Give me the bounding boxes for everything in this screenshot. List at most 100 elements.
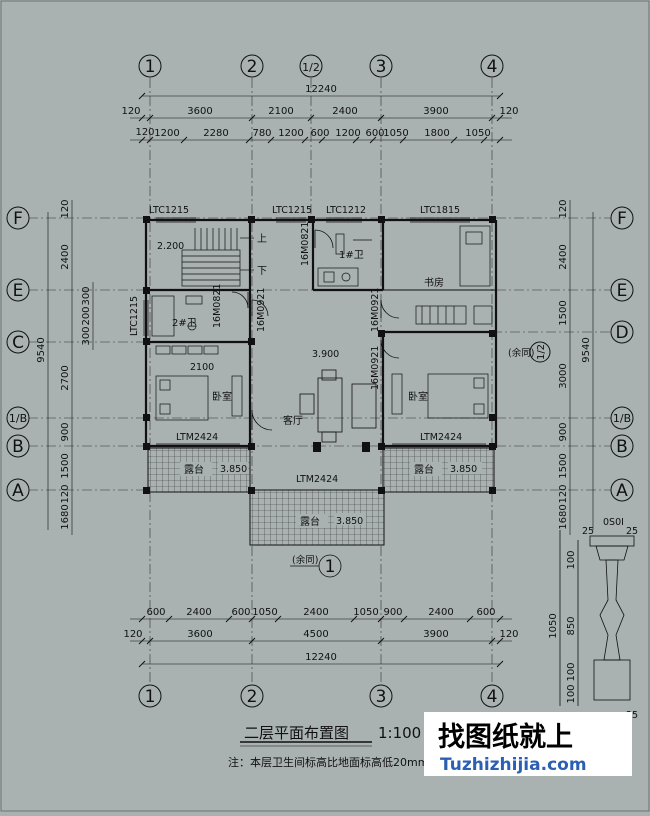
dim-text: 1500 [558,300,569,325]
dim-text: 2400 [186,607,211,618]
axis-label-bottom: 4 [487,687,498,707]
dim-text: 1800 [424,128,449,139]
dim-text: 1500 [558,453,569,478]
axis-label-top: 4 [487,57,498,77]
callout-tag: (余同) [292,554,318,566]
living-furniture [299,369,377,443]
baluster-dim-text: 25 25 0S0I 100 850 1050 100 100 25 [548,517,638,721]
dim-text: 2100 [268,106,293,117]
door-tag: 16M0821 [212,284,223,328]
axis-bubbles-left [6,206,30,502]
right-dimension-text: 120 2400 1500 3000 900 1500 120 1680 954… [558,199,592,529]
watermark: 找图纸就上 Tuzhizhijia.com [424,712,632,776]
level-label: 3.850 [336,516,363,527]
door-tag: 16M0921 [370,346,381,390]
dim-text: 1200 [278,128,303,139]
dim-total-bottom: 12240 [305,652,337,663]
axis-label-right: F [617,209,627,229]
dim-text: 1680 [60,504,71,529]
dim-text: 900 [60,422,71,441]
dim-left-total: 9540 [36,337,47,362]
dim-text: 25 [626,526,638,537]
axis-label-left: C [12,333,24,353]
section-callout [290,554,342,578]
stair-level: 2.200 [157,241,184,252]
dim-text: 300 [81,326,92,345]
door-tag: 16M0821 [300,222,311,266]
door-tag: 16M0921 [370,288,381,332]
drawing-title: 二层平面布置图 [244,724,349,742]
dim-text: 2400 [428,607,453,618]
dim-text: 120 [60,199,71,218]
axis-label-top: 1/2 [302,61,320,74]
window-tags: LTC1215 LTC1215 LTC1212 LTC1815 LTC1215 … [129,205,462,485]
axis-label-right: 1/B [613,412,631,425]
level-label: 3.850 [450,464,477,475]
bottom-dimensions [130,615,512,668]
dim-text: 100 [566,662,577,681]
axis-label-bottom: 1 [145,687,156,707]
level-label: 3.850 [220,464,247,475]
window-tag: LTC1215 [272,205,312,216]
dim-text: 3600 [187,106,212,117]
axis-label-right: B [616,437,628,457]
drawing-note: 注：本层卫生间标高比地面标高低20mm [228,755,428,769]
top-dimension-text: 12240 120 3600 2100 2400 3900 120 120 12… [121,84,518,139]
dim-edge: 120 [123,629,142,640]
dim-text: 600 [365,128,384,139]
dim-edge: 120 [121,106,140,117]
baluster-detail [559,530,635,706]
watermark-en: Tuzhizhijia.com [440,755,587,775]
dim-text: 3900 [423,629,448,640]
watermark-cn: 找图纸就上 [438,721,573,753]
axis-label-left: E [13,281,24,301]
bath1-fixtures [317,233,372,287]
room-label-study: 书房 [424,276,444,289]
door-tag: 16M0921 [256,288,267,332]
dim-text: 850 [566,616,577,635]
axis-label-left: B [12,437,24,457]
dim-text: 1050 [383,128,408,139]
axis-grid [28,78,622,686]
window-tag: LTC1815 [420,205,460,216]
dim-right-total: 9540 [581,337,592,362]
axis-label-extra: 1/2 [536,344,547,360]
axis-label-bottom: 3 [376,687,387,707]
walls [144,218,498,448]
axis-bubbles-right [529,206,634,502]
right-dimensions [569,200,594,535]
dim-text: 120 [558,484,569,503]
dim-text: 600 [146,607,165,618]
window-tag: LTC1212 [326,205,366,216]
dim-text: 1050 [353,607,378,618]
callout-number: 1 [325,557,336,577]
axis-label-right: D [615,323,628,343]
dim-text: 1680 [558,504,569,529]
room-label-bedroom-left: 卧室 [212,390,232,403]
axis-label-top: 2 [247,57,258,77]
title-block: 二层平面布置图 1:100 注：本层卫生间标高比地面标高低20mm [228,724,428,769]
balcony-door-tag: LTM2424 [420,432,462,443]
dim-text: 1050 [465,128,490,139]
room-label-living: 客厅 [283,414,303,427]
dim-text: 3900 [423,106,448,117]
dim-text: 1500 [60,453,71,478]
axis-label-left: F [13,209,23,229]
dim-text: 25 [582,526,594,537]
dim-text: 2400 [60,244,71,269]
dim-text: 1200 [154,128,179,139]
dim-total-top: 12240 [305,84,337,95]
stair-down: 下 [257,266,267,277]
dim-text: 1200 [335,128,360,139]
dim-edge: 120 [135,127,154,138]
dim-text: 1050 [252,607,277,618]
dim-text: 120 [558,199,569,218]
drawing-scale: 1:100 [378,724,421,742]
dim-text: 300 [81,286,92,305]
dim-text: 2700 [60,365,71,390]
dim-text: 0S0I [603,517,624,528]
room-label-terrace: 露台 [414,463,434,476]
dim-text: 25 [626,710,638,721]
